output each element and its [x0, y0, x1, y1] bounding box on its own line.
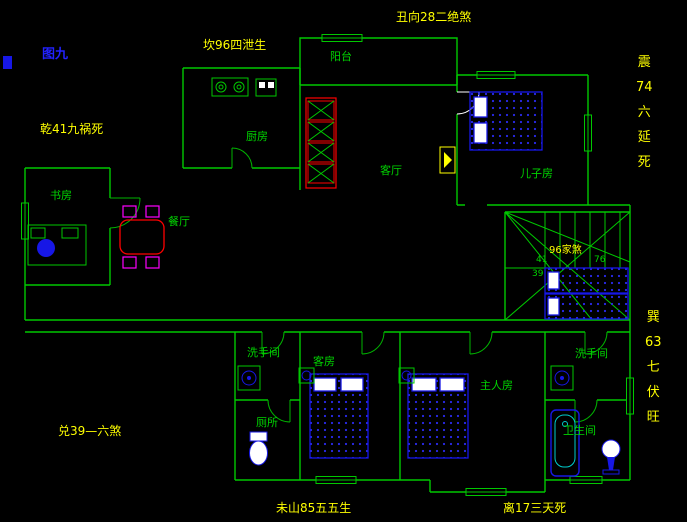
annotation-weishan: 未山85五五生: [276, 501, 352, 515]
pillow: [411, 377, 437, 392]
annotation-xun-column: 巽 63 七 伏 旺: [645, 305, 662, 430]
stair-number: 76: [594, 255, 606, 265]
pillow: [340, 377, 364, 392]
dining-chairs: [122, 205, 160, 269]
room-label-washroom-right: 洗手间: [575, 347, 608, 360]
zhen-char: 死: [637, 155, 651, 170]
sofa: [305, 97, 337, 189]
zhen-char: 延: [637, 130, 651, 145]
room-label-master: 主人房: [480, 379, 513, 392]
annotation-qian: 乾41九祸死: [40, 122, 104, 136]
stove: [211, 77, 249, 97]
annotation-dui: 兑39—六煞: [58, 424, 122, 438]
bathtub: [550, 409, 580, 477]
doors: [109, 147, 608, 423]
room-label-son: 儿子房: [520, 167, 553, 180]
room-label-balcony: 阳台: [330, 50, 352, 63]
toilet-fixture: [249, 431, 268, 466]
annotation-top-center: 丑向28二绝煞: [396, 10, 472, 24]
room-label-dining: 餐厅: [168, 215, 190, 228]
room-label-living: 客厅: [380, 164, 402, 177]
pillow: [439, 377, 465, 392]
xun-char: 伏: [646, 385, 660, 400]
room-label-washroom-left: 洗手间: [247, 346, 280, 359]
tv: [439, 146, 456, 174]
xun-char: 旺: [646, 410, 660, 425]
pillow: [473, 122, 488, 144]
zhen-char: 六: [637, 105, 651, 120]
beds: [309, 91, 629, 459]
study-desk: [27, 224, 87, 266]
annotation-stair: 96家煞: [549, 245, 582, 256]
room-label-guest: 客房: [313, 355, 335, 368]
figure-label: 图九: [42, 47, 69, 62]
stairs: [504, 211, 631, 321]
stair-number: 39: [532, 269, 544, 279]
zhen-char: 震: [637, 55, 651, 70]
xun-char: 63: [645, 335, 662, 350]
sink-left: [237, 365, 261, 391]
annotation-zhen-column: 震 74 六 延 死: [636, 50, 653, 175]
room-label-toilet: 厕所: [256, 416, 278, 429]
zhen-char: 74: [636, 80, 653, 95]
pedestal-basin: [601, 439, 621, 475]
pillow: [313, 377, 337, 392]
room-label-study: 书房: [50, 189, 72, 202]
annotation-li: 离17三天死: [503, 501, 567, 515]
walls: [24, 37, 631, 493]
xun-char: 七: [646, 360, 660, 375]
study-chair: [37, 239, 55, 257]
nightstands: [298, 367, 415, 384]
blue-marker: [3, 56, 12, 69]
stair-number: 41: [536, 255, 548, 265]
windows: [21, 34, 634, 496]
xun-char: 巽: [646, 310, 660, 325]
pillow: [473, 96, 488, 118]
annotation-kan: 坎96四泄生: [203, 38, 267, 52]
pillow: [547, 271, 560, 290]
kitchen-appliance: [255, 78, 277, 97]
sink-right: [550, 365, 574, 391]
pillow: [547, 297, 560, 316]
dining-table: [119, 219, 165, 255]
room-label-bathroom: 卫生间: [563, 424, 596, 437]
room-label-kitchen: 厨房: [246, 130, 268, 143]
